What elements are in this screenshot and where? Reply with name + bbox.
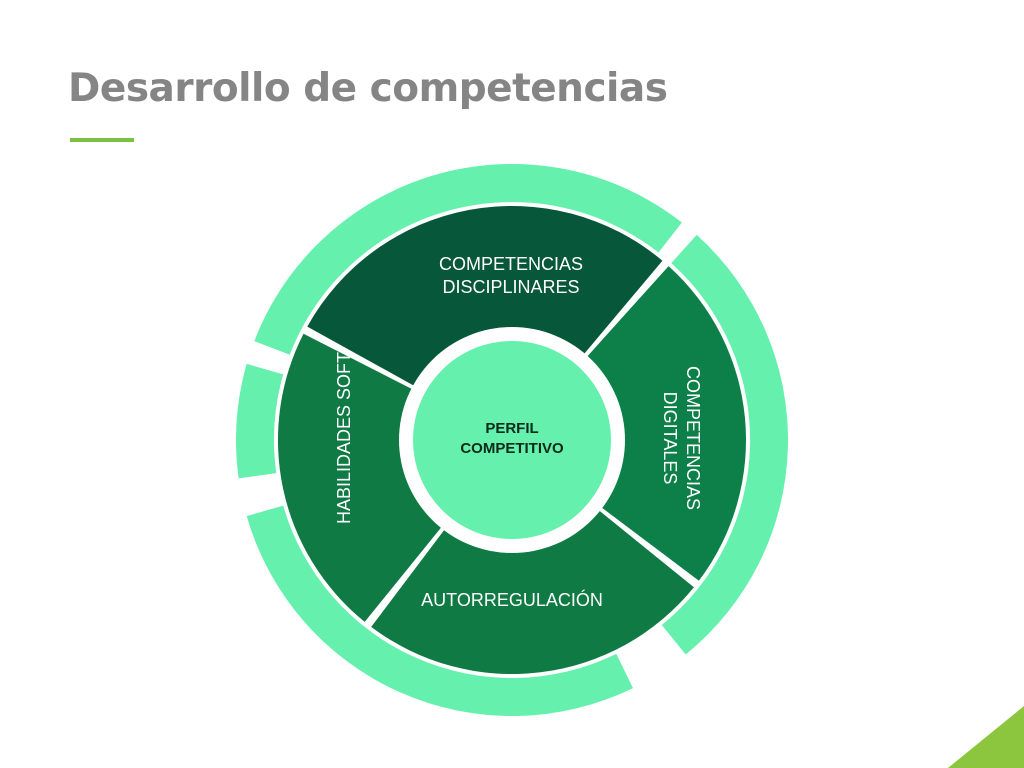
- outer-ring-segment-left: [236, 363, 284, 479]
- segment-disciplinares: [307, 205, 663, 390]
- segment-label-digitales-line1: COMPETENCIAS: [683, 366, 703, 510]
- segment-label-disciplinares-line1: COMPETENCIAS: [439, 254, 583, 274]
- outer-ring-segment-top: [254, 163, 682, 355]
- outer-ring: [236, 163, 789, 717]
- segment-label-digitales-line2: DIGITALES: [660, 392, 680, 485]
- outer-ring-segment-bottom: [246, 505, 633, 717]
- title-underline: [70, 138, 134, 142]
- outer-ring-segment-right: [661, 234, 789, 655]
- center-circle: [413, 341, 611, 539]
- segment-label-disciplinares-line2: DISCIPLINARES: [442, 277, 579, 297]
- center-label-line1: PERFIL: [485, 420, 538, 437]
- center-label-line2: COMPETITIVO: [460, 440, 564, 457]
- slide-title: Desarrollo de competencias: [68, 66, 668, 111]
- segment-label-autorregulacion: AUTORREGULACIÓN: [421, 589, 603, 610]
- segment-label-soft: HABILIDADES SOFT: [334, 352, 354, 524]
- corner-triangle: [948, 706, 1024, 768]
- segment-digitales: [581, 266, 747, 581]
- segment-autorregulacion: [371, 505, 694, 675]
